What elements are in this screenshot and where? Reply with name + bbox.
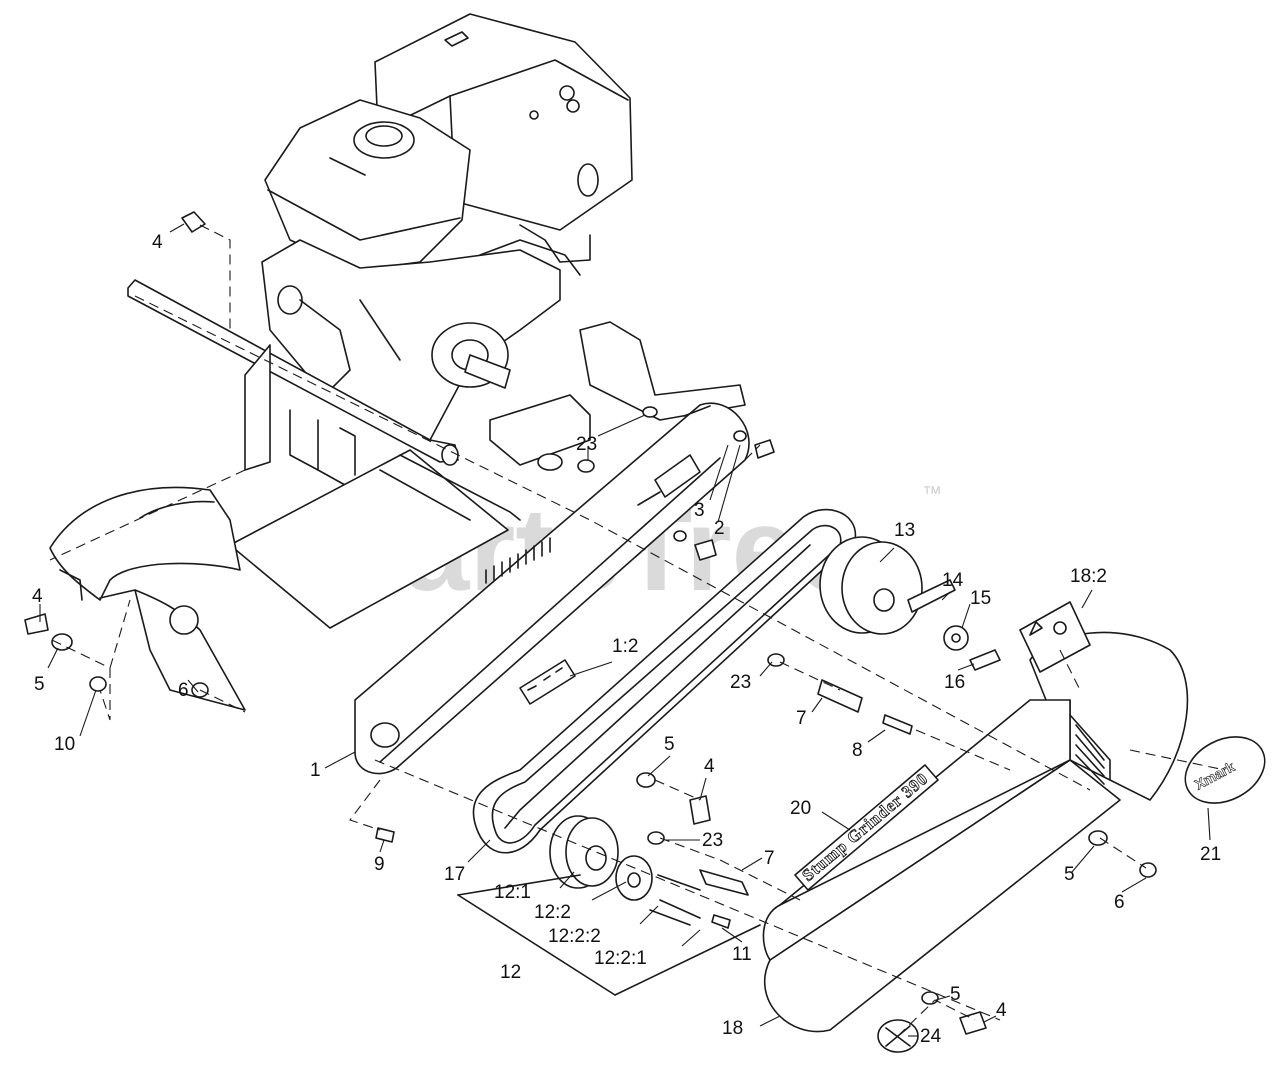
callout-6: 6 [178, 680, 189, 701]
callout-11: 11 [732, 944, 752, 965]
alignment-lines [49, 224, 1226, 1037]
callout-23: 23 [576, 434, 597, 455]
drive-belt [472, 508, 857, 854]
callout-24: 24 [920, 1026, 942, 1047]
callout-10: 10 [54, 734, 75, 755]
callout-5: 5 [950, 984, 961, 1005]
callout-18: 18 [722, 1018, 743, 1039]
callout-12-2-2: 12:2:2 [548, 926, 601, 947]
callout-13: 13 [894, 520, 915, 541]
callout-12: 12 [500, 962, 521, 983]
callout-1: 1 [310, 760, 321, 781]
callout-5: 5 [664, 734, 675, 755]
leader-lines [39, 223, 1211, 1037]
callout-12-2: 12:2 [534, 902, 571, 923]
callout-14: 14 [942, 570, 964, 591]
callout-6: 6 [1114, 892, 1125, 913]
callout-23: 23 [702, 830, 723, 851]
callout-4: 4 [996, 1000, 1007, 1021]
callout-7: 7 [764, 848, 775, 869]
hardware [24, 211, 1157, 1035]
callout-21: 21 [1200, 844, 1221, 865]
callout-4: 4 [704, 756, 715, 777]
callout-8: 8 [852, 740, 863, 761]
callout-12-1: 12:1 [494, 882, 531, 903]
watermark-trademark: ™ [922, 483, 942, 505]
callout-16: 16 [944, 672, 965, 693]
callout-23: 23 [730, 672, 751, 693]
callout-20: 20 [790, 798, 811, 819]
callout-4: 4 [152, 232, 163, 253]
callout-labels: 4 4 5 10 6 1 9 23 3 2 1:2 23 7 8 13 14 1… [32, 232, 1221, 1047]
belt-guard-cover: Stump Grinder 390 Xmark [762, 601, 1266, 1053]
callout-3: 3 [694, 500, 705, 521]
belt-guard-arm [354, 402, 750, 775]
callout-4: 4 [32, 586, 43, 607]
callout-5: 5 [1064, 864, 1075, 885]
callout-9: 9 [374, 854, 385, 875]
callout-17: 17 [444, 864, 465, 885]
callout-2: 2 [714, 518, 725, 539]
frame-assembly [49, 279, 746, 711]
driven-pulley [819, 536, 1001, 671]
callout-12-2-1: 12:2:1 [594, 948, 647, 969]
callout-15: 15 [970, 588, 991, 609]
drive-pulley [457, 815, 761, 996]
callout-18-2: 18:2 [1070, 566, 1107, 587]
callout-5: 5 [34, 674, 45, 695]
callout-7: 7 [796, 708, 807, 729]
engine [261, 13, 633, 441]
callout-1-2: 1:2 [612, 636, 638, 657]
